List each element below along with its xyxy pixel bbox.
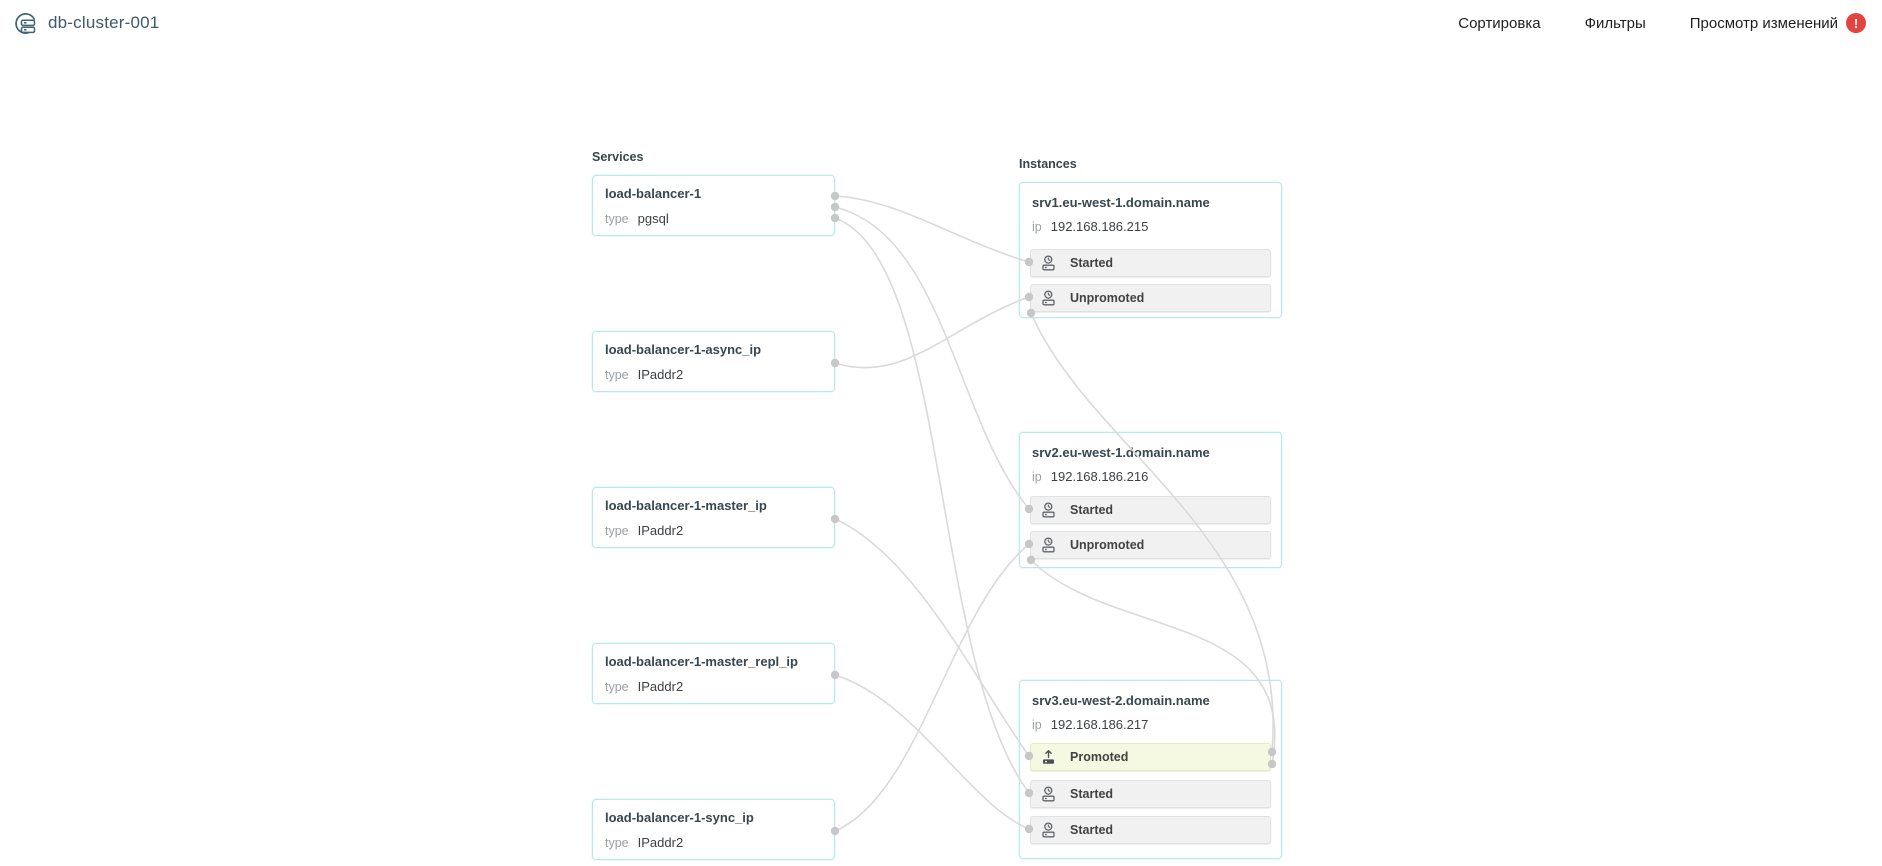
- type-value: IPaddr2: [637, 835, 684, 850]
- type-label: type: [605, 680, 629, 694]
- service-node-master-ip[interactable]: load-balancer-1-master_ip type IPaddr2: [592, 487, 835, 548]
- instance-name: srv2.eu-west-1.domain.name: [1032, 445, 1210, 460]
- status-label: Started: [1070, 256, 1114, 270]
- status-chip-promoted[interactable]: Promoted: [1030, 743, 1271, 771]
- service-name: load-balancer-1: [605, 186, 702, 201]
- type-value: IPaddr2: [637, 367, 684, 382]
- page-title: db-cluster-001: [48, 13, 160, 32]
- type-label: type: [605, 836, 629, 850]
- status-chip-started[interactable]: Started: [1030, 816, 1271, 844]
- cluster-logo-icon: [15, 12, 36, 34]
- services-column-label: Services: [592, 150, 644, 164]
- status-label: Started: [1070, 503, 1114, 517]
- status-label: Unpromoted: [1070, 538, 1145, 552]
- type-label: type: [605, 524, 629, 538]
- service-type-row: type IPaddr2: [605, 835, 822, 850]
- type-value: IPaddr2: [637, 523, 684, 538]
- ip-value: 192.168.186.215: [1050, 219, 1149, 234]
- menu-item-view-changes-label: Просмотр изменений: [1689, 14, 1838, 32]
- ip-value: 192.168.186.216: [1050, 469, 1149, 484]
- instance-node-srv3[interactable]: srv3.eu-west-2.domain.name ip 192.168.18…: [1019, 680, 1282, 859]
- ip-value: 192.168.186.217: [1050, 717, 1149, 732]
- service-node-async-ip[interactable]: load-balancer-1-async_ip type IPaddr2: [592, 331, 835, 392]
- ip-label: ip: [1032, 470, 1042, 484]
- service-node-load-balancer-1[interactable]: load-balancer-1 type pgsql: [592, 175, 835, 236]
- service-node-master-repl-ip[interactable]: load-balancer-1-master_repl_ip type IPad…: [592, 643, 835, 704]
- type-value: IPaddr2: [637, 679, 684, 694]
- instances-column-label: Instances: [1019, 157, 1077, 171]
- status-label: Promoted: [1070, 750, 1129, 764]
- status-chip-started[interactable]: Started: [1030, 496, 1271, 524]
- service-type-row: type IPaddr2: [605, 367, 822, 382]
- menu-item-filters-label: Фильтры: [1584, 14, 1646, 32]
- clock-resource-icon: [1042, 255, 1055, 271]
- service-type-row: type IPaddr2: [605, 679, 822, 694]
- service-node-sync-ip[interactable]: load-balancer-1-sync_ip type IPaddr2: [592, 799, 835, 860]
- status-label: Started: [1070, 787, 1114, 801]
- menu-item-sorting[interactable]: Сортировка: [1458, 15, 1540, 32]
- promote-arrow-icon: [1043, 750, 1054, 764]
- header-title-group: db-cluster-001: [12, 10, 159, 37]
- status-chip-unpromoted[interactable]: Unpromoted: [1030, 284, 1271, 312]
- instance-name: srv3.eu-west-2.domain.name: [1032, 693, 1210, 708]
- service-type-row: type IPaddr2: [605, 523, 822, 538]
- ip-label: ip: [1032, 718, 1042, 732]
- status-chip-started[interactable]: Started: [1030, 780, 1271, 808]
- clock-resource-icon: [1042, 822, 1055, 838]
- type-value: pgsql: [637, 211, 669, 226]
- service-name: load-balancer-1-master_ip: [605, 498, 767, 513]
- menu-item-filters[interactable]: Фильтры: [1585, 15, 1646, 32]
- instance-name: srv1.eu-west-1.domain.name: [1032, 195, 1210, 210]
- clock-resource-icon: [1042, 786, 1055, 802]
- status-label: Started: [1070, 823, 1114, 837]
- service-type-row: type pgsql: [605, 211, 822, 226]
- menu-item-view-changes[interactable]: Просмотр изменений !: [1690, 13, 1866, 33]
- clock-resource-icon: [1042, 290, 1055, 306]
- header-menu: Сортировка Фильтры Просмотр изменений !: [1458, 13, 1866, 33]
- clock-resource-icon: [1042, 537, 1055, 553]
- instance-ip-row: ip 192.168.186.217: [1032, 717, 1269, 732]
- type-label: type: [605, 212, 629, 226]
- status-label: Unpromoted: [1070, 291, 1145, 305]
- instance-node-srv1[interactable]: srv1.eu-west-1.domain.name ip 192.168.18…: [1019, 182, 1282, 318]
- changes-alert-badge: !: [1846, 13, 1866, 33]
- menu-item-sorting-label: Сортировка: [1458, 14, 1541, 32]
- instance-ip-row: ip 192.168.186.215: [1032, 219, 1269, 234]
- status-chip-unpromoted[interactable]: Unpromoted: [1030, 531, 1271, 559]
- service-name: load-balancer-1-sync_ip: [605, 810, 754, 825]
- status-chip-started[interactable]: Started: [1030, 249, 1271, 277]
- type-label: type: [605, 368, 629, 382]
- service-name: load-balancer-1-master_repl_ip: [605, 654, 798, 669]
- instance-node-srv2[interactable]: srv2.eu-west-1.domain.name ip 192.168.18…: [1019, 432, 1282, 568]
- ip-label: ip: [1032, 220, 1042, 234]
- instance-ip-row: ip 192.168.186.216: [1032, 469, 1269, 484]
- header-bar: db-cluster-001 Сортировка Фильтры Просмо…: [0, 0, 1882, 46]
- clock-resource-icon: [1042, 502, 1055, 518]
- service-name: load-balancer-1-async_ip: [605, 342, 762, 357]
